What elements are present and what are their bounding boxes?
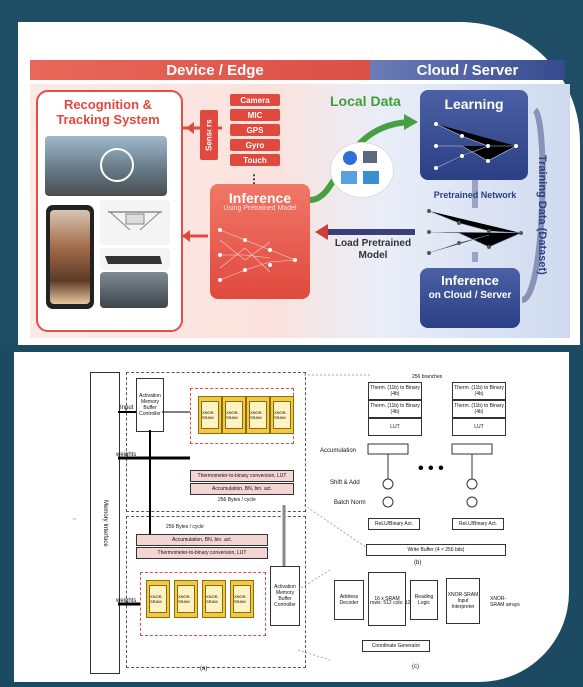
input-label-top: Input bbox=[120, 405, 134, 411]
thermo-lut-bottom: Thermometer-to-binary conversion, LUT bbox=[136, 547, 268, 559]
ellipsis-icon: ⋮ bbox=[248, 172, 260, 186]
memory-interface-label: Memory Interface bbox=[102, 499, 108, 547]
lut-block: LUT bbox=[452, 418, 506, 436]
ellipsis-icon: • • • bbox=[418, 460, 444, 477]
sram-rows-cols: rows: 512 cols: 128 bbox=[370, 600, 414, 606]
inference-cloud-title: Inference bbox=[441, 273, 499, 288]
pretrained-network-label: Pretrained Network bbox=[433, 190, 517, 200]
relu-block: ReLU/Binary Act. bbox=[368, 518, 420, 530]
video-icon bbox=[363, 151, 377, 163]
training-data-label: Training Data (Dataset) bbox=[536, 155, 548, 275]
smart-glasses-image bbox=[100, 248, 170, 270]
amb-controller-bottom: Activation Memory Buffer Controller bbox=[270, 566, 300, 626]
accumulation-bottom: Accumulation, BN, bin. act. bbox=[136, 534, 268, 546]
sensor-gyro: Gyro bbox=[230, 139, 280, 151]
thermo-lut-label: Thermometer-to-binary conversion, LUT bbox=[197, 473, 287, 479]
flow-arrows bbox=[182, 107, 546, 303]
xnor-cell: XNOR-SRAM bbox=[246, 396, 270, 434]
caption-b: (b) bbox=[414, 560, 422, 566]
face-photo bbox=[50, 210, 90, 304]
reading-logic-block: Reading Logic bbox=[410, 580, 438, 620]
tracking-reticle-icon bbox=[100, 148, 134, 182]
neural-network-icon bbox=[218, 228, 297, 282]
weights-label-bottom: weights bbox=[116, 598, 137, 604]
traffic-photo bbox=[100, 272, 168, 308]
inference-cloud-box bbox=[420, 268, 520, 328]
write-buffer-block: Write Buffer (4 × 256 bits) bbox=[366, 544, 506, 556]
coordinate-generator-block: Coordinate Generator bbox=[362, 640, 430, 652]
therm-binary-block: Therm. (11b) to Binary (4b) bbox=[452, 382, 506, 400]
xnor-arrays-label: XNOR-SRAM arrays bbox=[490, 596, 520, 608]
mail-icon bbox=[343, 151, 357, 165]
sensor-list: Camera MIC GPS Gyro Touch bbox=[230, 94, 286, 172]
therm-binary-block: Therm. (11b) to Binary (4b) bbox=[452, 400, 506, 418]
sensor-touch: Touch bbox=[230, 154, 280, 166]
learning-title: Learning bbox=[444, 96, 504, 112]
band-device-edge: Device / Edge bbox=[30, 60, 400, 80]
sensor-camera: Camera bbox=[230, 94, 280, 106]
band-cloud-server: Cloud / Server bbox=[370, 60, 565, 80]
sensor-mic: MIC bbox=[230, 109, 280, 121]
caption-a: (a) bbox=[200, 666, 208, 672]
amb-controller-label: Activation Memory Buffer Controller bbox=[274, 584, 296, 608]
local-data-bubble bbox=[330, 142, 394, 198]
accumulation-top: Accumulation, BN, bin. act. bbox=[190, 483, 294, 495]
relu-block: ReLU/Binary Act. bbox=[452, 518, 504, 530]
batch-norm-label: Batch Norm bbox=[334, 500, 366, 506]
accumulator-circuit-icon bbox=[367, 443, 493, 508]
memory-interface-block: Memory Interface bbox=[90, 372, 120, 674]
amb-controller-top: Activation Memory Buffer Controller bbox=[136, 378, 164, 432]
local-data-label: Local Data bbox=[330, 93, 401, 109]
xnor-cell: XNOR-SRAM bbox=[270, 396, 294, 434]
therm-binary-block: Therm. (11b) to Binary (4b) bbox=[368, 382, 422, 400]
therm-binary-block: Therm. (11b) to Binary (4b) bbox=[368, 400, 422, 418]
xnor-cell: XNOR-SRAM bbox=[174, 580, 198, 618]
accumulation-label-b: Accumulation bbox=[320, 448, 357, 454]
amb-controller-label: Activation Memory Buffer Controller bbox=[139, 393, 161, 417]
photo-icon bbox=[341, 171, 357, 184]
xnor-cell: XNOR-SRAM bbox=[202, 580, 226, 618]
accumulation-label: Accumulation, BN, bin. act. bbox=[211, 486, 273, 492]
inference-edge-box bbox=[210, 184, 310, 299]
inference-edge-title: Inference bbox=[228, 190, 292, 206]
file-icon bbox=[363, 171, 379, 184]
accumulation-label: Accumulation, BN, bin. act. bbox=[171, 537, 233, 543]
shift-add-label: Shift & Add bbox=[330, 480, 360, 486]
recognition-title: Recognition & Tracking System bbox=[56, 97, 160, 127]
lut-block: LUT bbox=[368, 418, 422, 436]
upper-core-region bbox=[126, 372, 306, 512]
sensor-gps: GPS bbox=[230, 124, 280, 136]
xnor-input-interpreter-block: XNOR-SRAM Input Interpreter bbox=[446, 578, 480, 624]
lower-core-region bbox=[126, 516, 306, 668]
caption-c: (c) bbox=[412, 664, 419, 670]
training-data-arrow bbox=[520, 107, 546, 303]
drone-image bbox=[100, 200, 170, 245]
glasses-icon bbox=[105, 256, 162, 264]
xnor-cell: XNOR-SRAM bbox=[146, 580, 170, 618]
inference-edge-subtitle: Using Pretrained Model bbox=[223, 205, 297, 212]
load-pretrained-label: Load Pretrained Model bbox=[334, 238, 412, 261]
thermo-lut-top: Thermometer-to-binary conversion, LUT bbox=[190, 470, 294, 482]
byte-cycle-top: 256 Bytes / cycle bbox=[218, 497, 256, 503]
sram-block: 16 x SRAM bbox=[368, 572, 406, 626]
pretrained-network-icon bbox=[427, 209, 523, 255]
xnor-cell: XNOR-SRAM bbox=[230, 580, 254, 618]
weights-label-top: weights bbox=[116, 452, 137, 458]
branches-label: 256 branches bbox=[412, 374, 443, 380]
thermo-lut-label: Thermometer-to-binary conversion, LUT bbox=[157, 550, 247, 556]
xnor-cell: XNOR-SRAM bbox=[222, 396, 246, 434]
dram-arrow-label: ⇔ bbox=[72, 516, 77, 522]
xnor-cell: XNOR-SRAM bbox=[198, 396, 222, 434]
drone-icon bbox=[108, 211, 162, 231]
byte-cycle-mid: 256 Bytes / cycle bbox=[166, 524, 204, 530]
inference-cloud-subtitle: on Cloud / Server bbox=[428, 290, 512, 301]
xnor-array-bottom bbox=[140, 572, 266, 636]
learning-network-icon bbox=[434, 122, 518, 170]
address-decoder-block: Address Decoder bbox=[334, 580, 364, 620]
